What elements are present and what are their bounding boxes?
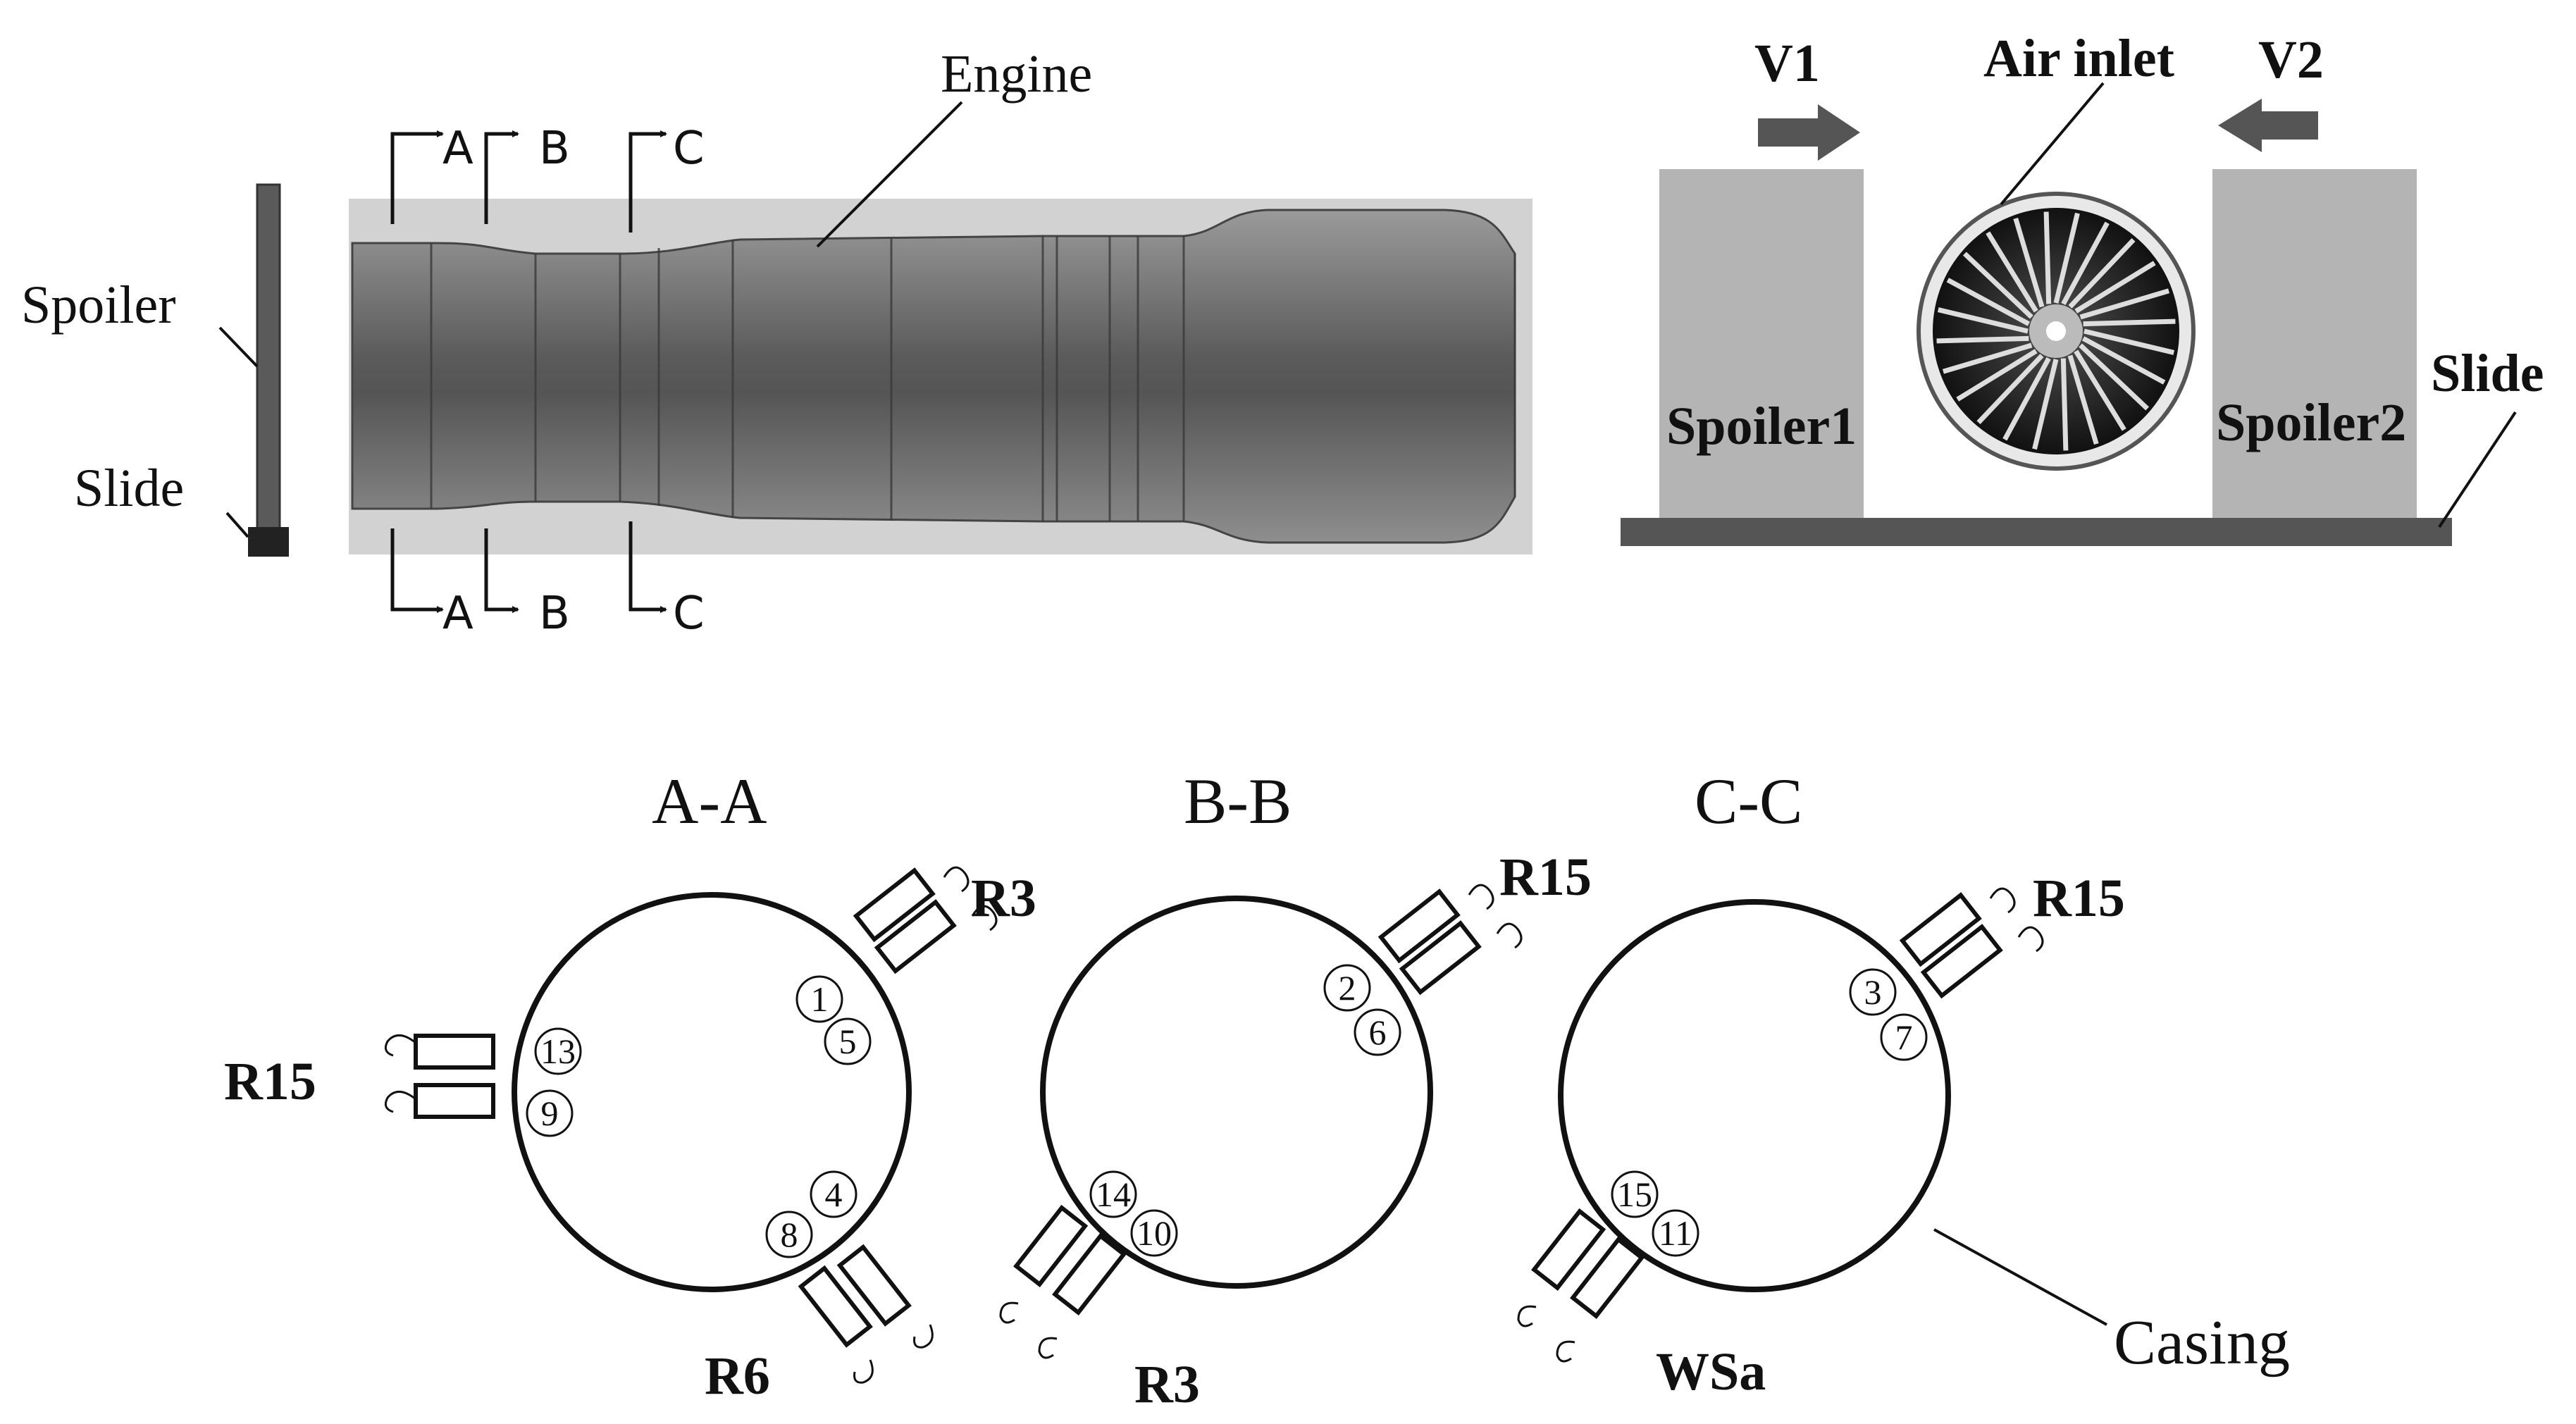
pos-14: 14 [1096,1175,1131,1214]
slide-rail [1621,518,2452,546]
v2-label: V2 [2258,30,2324,89]
fan-blade [1937,307,2029,334]
pos-11: 11 [1659,1213,1692,1253]
fan-blade [2079,343,2150,411]
casing-label: Casing [2114,1308,2290,1377]
fan-blade [2074,349,2126,431]
sensor-label-r15-c: R15 [2033,869,2125,928]
pos-15: 15 [1617,1175,1652,1214]
spoiler-label: Spoiler [21,275,176,335]
front-view: Spoiler1 Spoiler2 Air inlet V1 V2 Slide [1621,29,2544,546]
section-title-a: A-A [652,765,767,837]
fan-blade [2043,211,2052,304]
cut-label-c-bottom: C [673,588,705,640]
fan-blade [2074,261,2156,314]
sensor-label-r15-a: R15 [224,1052,316,1111]
slide-block [248,527,289,557]
v2-arrow-icon [2218,99,2318,152]
fan-blade [1936,335,2029,344]
pos-13: 13 [540,1032,576,1071]
section-title-c: C-C [1695,765,1802,837]
pos-8: 8 [781,1215,798,1254]
sensor-label-r3-a: R3 [971,869,1036,928]
fan-blade [1946,278,2031,326]
cut-label-c-top: C [673,123,705,175]
spoiler1-label: Spoiler1 [1666,397,1857,456]
pos-2: 2 [1339,968,1356,1008]
section-a-a: A-A R3 R15 R6 1 5 13 9 [224,765,1036,1406]
fan-blade [2013,217,2045,308]
cut-label-b-bottom: B [539,588,570,640]
v1-label: V1 [1754,34,1820,93]
fan-blade [2060,358,2069,451]
slide-label-left: Slide [74,459,184,518]
fan-blade [2083,318,2176,327]
air-inlet-fan [1916,192,2196,471]
engine-label: Engine [941,44,1092,104]
fan-blade [2032,359,2059,450]
fan-blade [2061,221,2110,306]
spoiler1-block [1659,169,1864,518]
pos-7: 7 [1895,1017,1913,1057]
spoiler2-label: Spoiler2 [2216,393,2406,452]
fan-blade [2002,357,2051,441]
casing-circle-a [512,892,912,1292]
cut-label-a-bottom: A [442,588,473,640]
pos-5: 5 [839,1022,857,1061]
fan-blade [1962,252,2033,319]
pos-6: 6 [1369,1013,1387,1052]
sensor-label-r15-b: R15 [1499,848,1592,907]
pos-4: 4 [825,1175,843,1214]
fan-blade [2067,354,2099,445]
pos-9: 9 [541,1094,559,1133]
cut-label-b-top: B [539,123,570,175]
fan-blade [1976,354,2044,425]
sensor-label-r3-b: R3 [1134,1355,1200,1414]
fan-blade [1942,342,2033,374]
engine-body [351,209,1516,544]
slide-label-right: Slide [2431,344,2544,403]
sensor-label-r6-a: R6 [705,1346,770,1406]
fan-blade [2079,288,2170,320]
fan-blade [2068,237,2136,309]
fan-blade [2053,212,2080,304]
section-title-b: B-B [1184,765,1292,837]
sensor-label-wsa-c: WSa [1656,1342,1766,1401]
pos-10: 10 [1137,1213,1172,1253]
section-b-b: B-B R15 R3 2 6 14 10 [999,765,1592,1414]
pos-1: 1 [811,979,829,1019]
engine-side-view: Spoiler Slide Engine [21,44,1532,640]
air-inlet-label: Air inlet [1983,29,2174,88]
casing-circle-c [1558,899,1951,1292]
spoiler-bar [256,183,281,538]
casing-circle-b [1040,896,1433,1289]
fan-blade [2083,328,2175,355]
v1-arrow-icon [1758,104,1860,161]
spoiler2-block [2212,169,2417,518]
fan-blade [1986,231,2038,313]
section-c-c: C-C R15 WSa 3 7 15 11 Casing [1517,765,2290,1401]
fan-blade [1956,349,2038,402]
pos-3: 3 [1864,972,1882,1012]
fan-blade [2081,336,2166,385]
cut-label-a-top: A [442,123,473,175]
